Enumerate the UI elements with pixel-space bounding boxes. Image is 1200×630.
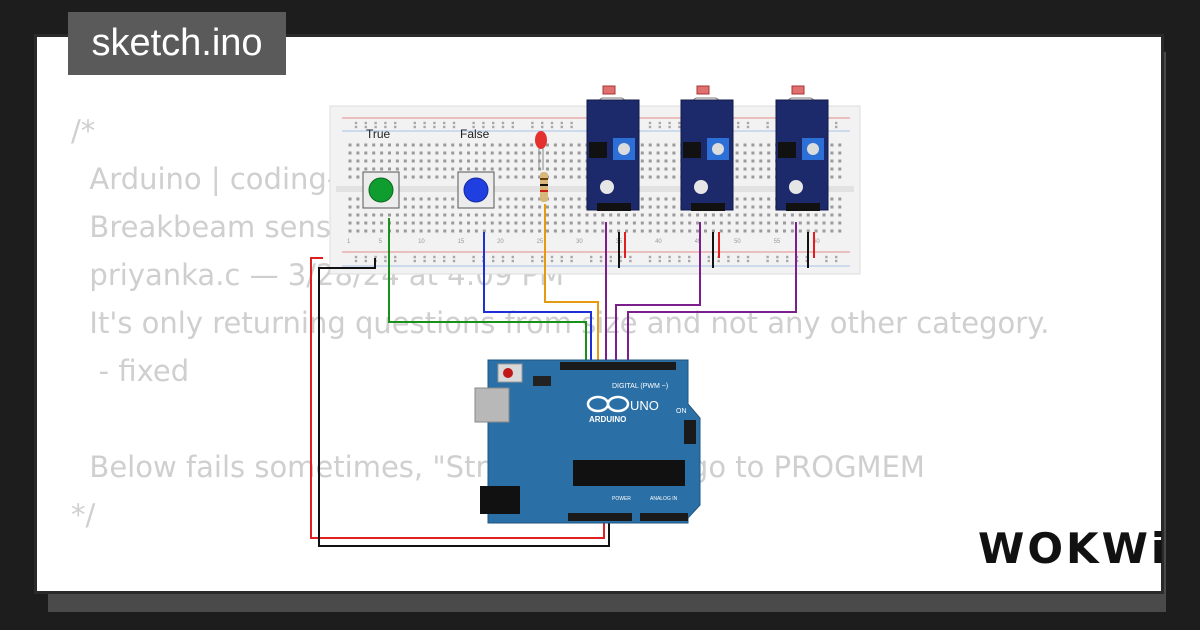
code-line: - fixed [71, 354, 190, 388]
breadboard-number: 40 [655, 239, 662, 245]
board-logo: ARDUINO [589, 415, 626, 424]
arduino-uno-board: DIGITAL (PWM ~) POWER ANALOG IN ON UNO A… [474, 359, 701, 524]
breadboard-number: 10 [418, 239, 425, 245]
reset-button [503, 368, 513, 378]
atmega-chip [573, 460, 685, 486]
arduino-logo-icon [586, 395, 630, 413]
file-tab[interactable]: sketch.ino [68, 12, 286, 75]
breadboard-number: 1 [347, 239, 351, 245]
breadboard-number: 15 [458, 239, 465, 245]
power-header-label: POWER [612, 496, 631, 502]
breadboard-number: 45 [695, 239, 702, 245]
wires [310, 204, 815, 547]
breakbeam-sensor-module [775, 85, 829, 211]
pushbutton-false-cap [463, 177, 489, 203]
digital-header-label: DIGITAL (PWM ~) [612, 383, 668, 390]
resistor [540, 172, 548, 202]
breadboard-number: 30 [576, 239, 583, 245]
wire-purple-2 [615, 222, 701, 362]
usb-port [474, 387, 510, 423]
wokwi-logo: WOKWi [978, 524, 1169, 573]
board-model: UNO [630, 398, 659, 413]
breakbeam-sensors [586, 85, 829, 211]
power-header [568, 513, 632, 521]
breadboard-number: 55 [774, 239, 781, 245]
digital-header [560, 362, 676, 370]
pushbutton-true: True [362, 127, 400, 209]
analog-header-label: ANALOG IN [650, 496, 678, 502]
power-jack [480, 486, 520, 514]
code-line: /* [71, 114, 96, 148]
breadboard-number: 25 [537, 239, 544, 245]
wire-blue [483, 232, 592, 362]
button-label-true: True [366, 127, 391, 141]
breadboard-number: 50 [734, 239, 741, 245]
wire-purple-3 [627, 222, 797, 362]
button-label-false: False [460, 127, 490, 141]
analog-header [640, 513, 688, 521]
code-line: It's only returning questions from size … [71, 306, 1050, 340]
code-preview: /* Arduino | coding-help Breakbeam senso… [71, 107, 1050, 591]
breakbeam-sensor-module [680, 85, 734, 211]
wire-orange [544, 204, 599, 362]
pushbutton-false: False [457, 127, 495, 209]
wire-green [388, 218, 587, 362]
breadboard-number: 20 [497, 239, 504, 245]
wire-power [310, 257, 605, 539]
breadboard-number: 60 [813, 239, 820, 245]
breakbeam-sensor-module [586, 85, 640, 211]
wire-ground [318, 258, 610, 547]
on-label: ON [676, 408, 687, 415]
red-led [535, 131, 547, 170]
code-line: */ [71, 498, 96, 532]
breadboard-number: 5 [379, 239, 383, 245]
pushbutton-true-cap [368, 177, 394, 203]
